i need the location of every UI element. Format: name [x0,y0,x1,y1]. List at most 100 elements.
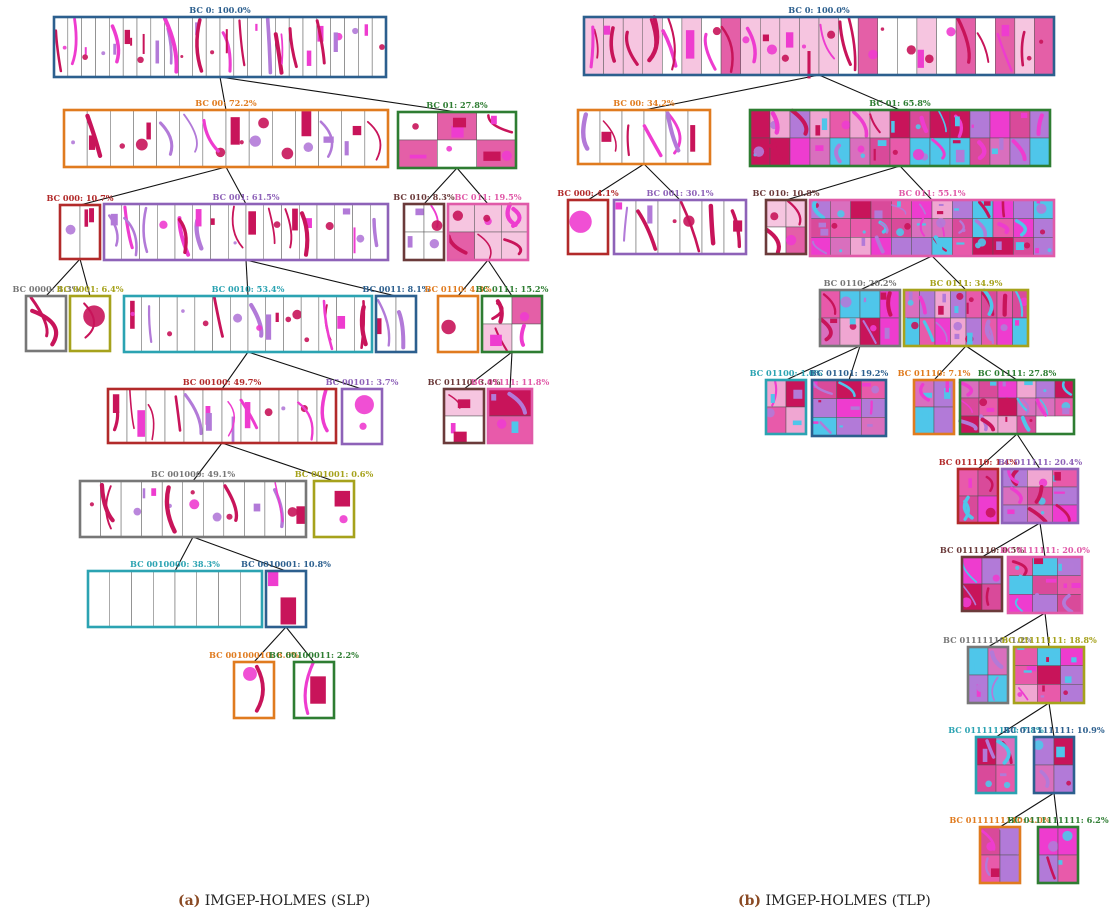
thumbnail [830,219,850,238]
thumbnail [837,417,862,436]
thumbnail [159,296,177,352]
thumbnail [622,110,644,164]
thumbnail [177,296,195,352]
thumbnail [437,140,476,168]
thumbnail [993,237,1013,256]
thumbnail [958,469,978,496]
thumbnail [851,237,871,256]
thumbnail [1015,17,1035,75]
thumbnail [878,17,898,75]
thumbnail [912,219,932,238]
node-label: BC 01: 27.8% [426,100,488,110]
thumbnail [501,204,528,232]
thumbnail [1008,557,1033,576]
thumbnail [195,296,213,352]
thumbnail [970,138,990,166]
caption-a-prefix: (a) [178,893,200,909]
thumbnail [973,200,993,219]
thumbnail [968,675,988,703]
thumbnail [600,110,622,164]
thumbnail [80,205,100,259]
thumbnail [766,200,786,227]
thumbnail [319,296,337,352]
thumbnail [790,110,810,138]
thumbnail [870,110,890,138]
thumbnail [475,204,502,232]
thumbnail [1014,666,1037,685]
thumbnail [104,204,122,260]
thumbnail [96,17,110,77]
thumbnail [958,496,978,523]
thumbnail [68,17,82,77]
thumbnail [982,584,1002,611]
node-bc-01111: BC 01111: 27.8% [960,368,1074,434]
thumbnail [448,232,475,260]
thumbnail [721,17,741,75]
node-label: BC 01111: 11.8% [471,377,550,387]
thumbnail [861,399,886,418]
thumbnail [932,237,952,256]
thumbnail [988,675,1008,703]
thumbnail [1027,487,1052,505]
thumbnail [1002,487,1027,505]
thumbnail [1061,647,1084,666]
thumbnail [980,855,1000,883]
thumbnail [820,290,840,318]
thumbnail [790,138,810,166]
node-label: BC 01111111: 18.8% [1001,635,1097,645]
thumbnail [978,496,998,523]
thumbnail [920,290,936,318]
node-label: BC 011111111: 10.9% [1003,725,1105,735]
thumbnail [920,318,936,346]
thumbnail [962,557,982,584]
thumbnail [314,481,354,537]
thumbnail [108,389,127,443]
thumbnail [1055,380,1074,398]
thumbnail [871,200,891,219]
thumbnail [990,138,1010,166]
thumbnail [224,481,245,537]
thumbnail [226,110,249,167]
thumbnail [750,138,770,166]
node-label: BC 0111: 34.9% [930,278,1003,288]
thumbnail [1037,684,1060,703]
caption-b-text: IMGEP-HOLMES (TLP) [766,893,931,909]
thumbnail [996,765,1016,793]
thumbnail [812,399,837,418]
thumbnail [850,110,870,138]
thumbnail [222,389,241,443]
thumbnail [1000,827,1020,855]
node-label: BC 000: 4.1% [557,188,619,198]
thumbnail [353,204,371,260]
thumbnail [966,290,982,318]
node-label: BC 001000: 49.1% [151,469,235,479]
node-bc-011: BC 011: 19.5% [448,192,528,260]
thumbnail [951,318,967,346]
thumbnail [437,112,476,140]
thumbnail [88,571,110,627]
thumbnail [1034,17,1054,75]
thumbnail [1027,505,1052,523]
thumbnail [786,407,806,434]
thumbnail [488,416,532,443]
thumbnail [60,205,80,259]
thumbnail [1058,855,1078,883]
thumbnail [301,296,319,352]
thumbnail [295,110,318,167]
thumbnail [1013,318,1029,346]
thumbnail [501,232,528,260]
thumbnail [1057,594,1082,613]
thumbnail [482,324,512,352]
thumbnail [765,407,786,434]
thumbnail [289,17,303,77]
thumbnail [162,481,183,537]
node-label: BC 0011: 8.1% [362,284,429,294]
thumbnail [132,571,154,627]
thumbnail [766,380,786,407]
node-label: BC 010: 8.3% [393,192,455,202]
thumbnail [820,318,840,346]
thumbnail [1030,138,1050,166]
thumbnail [780,17,800,75]
thumbnail [724,200,746,254]
thumbnail [317,389,336,443]
